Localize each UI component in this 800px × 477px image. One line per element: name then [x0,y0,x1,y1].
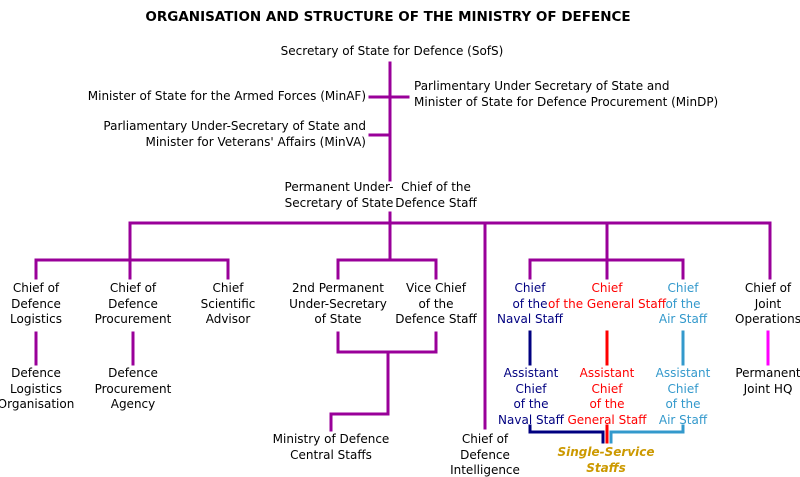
node-acas: Assistant Chief of the Air Staff [655,366,711,427]
node-minva: Parliamentary Under-Secretary of State a… [103,119,366,149]
node-minaf: Minister of State for the Armed Forces (… [87,89,366,103]
node-cjo: Chief of Joint Operations [735,281,800,326]
line-central-merge [336,331,438,354]
node-vcds: Vice Chief of the Defence Staff [395,281,477,326]
node-dlo: Defence Logistics Organisation [0,366,75,411]
node-pus: Permanent Under- Secretary of State [284,180,394,210]
node-csa: Chief Scientific Advisor [200,281,256,326]
line-drop-center [336,221,392,280]
node-pus2: 2nd Permanent Under-Secretary of State [289,281,387,326]
node-cas: Chief of the Air Staff [658,281,708,326]
node-cds: Chief of the Defence Staff [395,180,477,210]
line-drop-cas [605,258,685,280]
line-drop-csa [128,258,230,280]
line-central-down [329,350,390,432]
node-acns: Assistant Chief of the Naval Staff [498,366,564,427]
line-acns-ss [528,424,605,444]
node-cgs: Chief of the General Staff [548,281,666,311]
node-sofs: Secretary of State for Defence (SofS) [280,44,504,58]
single-service-staffs: Single-Service Staffs [557,445,655,475]
line-drop-services [528,221,609,280]
chart-title: ORGANISATION AND STRUCTURE OF THE MINIST… [145,9,631,25]
node-mod-central: Ministry of Defence Central Staffs [272,432,390,462]
line-drop-cdl [34,221,132,280]
node-cdl: Chief of Defence Logistics [10,281,62,326]
node-acgs: Assistant Chief of the General Staff [567,366,647,427]
node-cdi: Chief of Defence Intelligence [450,432,520,477]
line-drop-vcds [388,258,438,280]
node-dpa: Defence Procurement Agency [94,366,172,411]
line-acas-ss [609,424,685,444]
node-mindp: Parlimentary Under Secretary of State an… [414,79,719,109]
node-cns: Chief of the Naval Staff [497,281,563,326]
node-pjhq: Permanent Joint HQ [735,366,800,396]
node-cdp: Chief of Defence Procurement [94,281,172,326]
